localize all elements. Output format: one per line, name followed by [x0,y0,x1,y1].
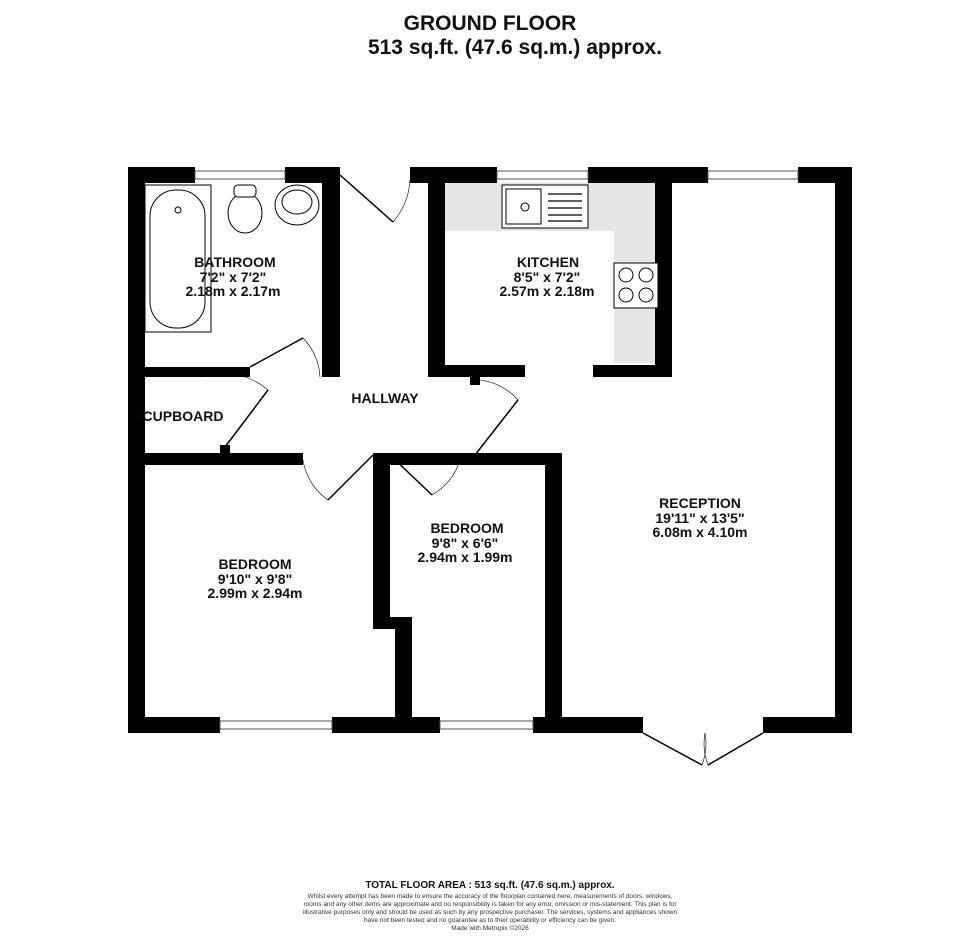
room-reception: RECEPTION 19'11" x 13'5" 6.08m x 4.10m [653,495,748,540]
svg-text:KITCHEN: KITCHEN [517,254,579,270]
made-with: Made with Metropix ©2026 [451,925,529,932]
svg-text:BATHROOM: BATHROOM [194,254,275,270]
svg-text:2.94m x 1.99m: 2.94m x 1.99m [418,549,513,565]
windows [194,170,799,730]
floor-title: GROUND FLOOR [403,12,577,35]
toilet-icon [227,192,263,234]
floor-area: 513 sq.ft. (47.6 sq.m.) approx. [367,36,663,59]
svg-text:BEDROOM: BEDROOM [430,520,503,536]
walls [128,167,852,733]
svg-text:2.57m x 2.18m: 2.57m x 2.18m [500,283,595,299]
room-hallway: HALLWAY [351,390,419,406]
room-bedroom-1: BEDROOM 9'10" x 9'8" 2.99m x 2.94m [208,556,303,601]
fixtures [144,184,659,333]
svg-text:2.18m x 2.17m: 2.18m x 2.17m [186,283,281,299]
room-bedroom-2: BEDROOM 9'8" x 6'6" 2.94m x 1.99m [418,520,513,565]
svg-text:8'5" x 7'2": 8'5" x 7'2" [514,269,581,285]
svg-text:BEDROOM: BEDROOM [218,556,291,572]
room-cupboard: CUPBOARD [143,408,224,424]
svg-text:2.99m x 2.94m: 2.99m x 2.94m [208,585,303,601]
svg-text:7'2" x 7'2": 7'2" x 7'2" [200,269,267,285]
total-floor-area: TOTAL FLOOR AREA : 513 sq.ft. (47.6 sq.m… [365,880,615,891]
room-kitchen: KITCHEN 8'5" x 7'2" 2.57m x 2.18m [500,254,595,299]
svg-text:9'8" x 6'6": 9'8" x 6'6" [432,535,499,551]
room-bathroom: BATHROOM 7'2" x 7'2" 2.18m x 2.17m [186,254,281,299]
svg-text:19'11" x 13'5": 19'11" x 13'5" [655,510,744,526]
svg-text:RECEPTION: RECEPTION [659,495,741,511]
disclaimer: Whilst every attempt has been made to en… [302,893,678,924]
svg-text:9'10" x 9'8": 9'10" x 9'8" [218,571,292,587]
hob-icon [613,262,659,309]
doors [199,174,764,766]
svg-text:6.08m x 4.10m: 6.08m x 4.10m [653,524,748,540]
footer: TOTAL FLOOR AREA : 513 sq.ft. (47.6 sq.m… [300,880,680,933]
